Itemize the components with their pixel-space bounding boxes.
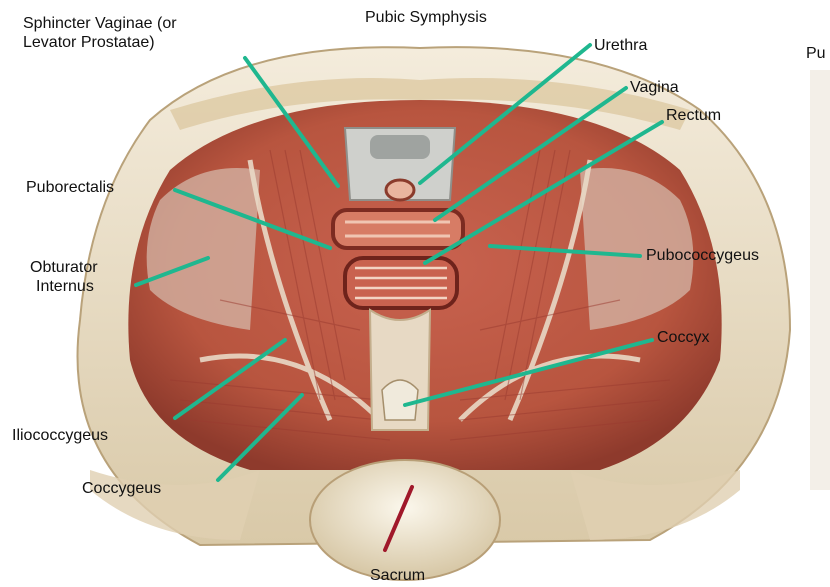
label-obturator-line1: Obturator (30, 258, 98, 277)
label-obturator-line2: Internus (30, 277, 98, 296)
rectum-opening (345, 258, 457, 308)
label-coccyx: Coccyx (657, 328, 709, 347)
coccyx-bone (382, 380, 418, 420)
urethra-opening (386, 180, 414, 200)
label-sphincter: Sphincter Vaginae (or Levator Prostatae) (23, 14, 177, 52)
label-sphincter-line2: Levator Prostatae) (23, 33, 177, 52)
pubic-slot (370, 135, 430, 159)
label-puborectalis: Puborectalis (26, 178, 114, 197)
sacrum-bone (310, 460, 500, 580)
label-pubococcygeus: Pubococcygeus (646, 246, 759, 265)
label-pubic-symphysis: Pubic Symphysis (365, 8, 487, 27)
label-cropped-right: Pu (806, 44, 826, 63)
label-sacrum: Sacrum (370, 566, 425, 585)
label-urethra: Urethra (594, 36, 647, 55)
label-rectum: Rectum (666, 106, 721, 125)
label-vagina: Vagina (630, 78, 679, 97)
label-obturator: Obturator Internus (30, 258, 98, 296)
label-sphincter-line1: Sphincter Vaginae (or (23, 14, 177, 33)
cropped-right-panel (810, 70, 830, 490)
label-coccygeus: Coccygeus (82, 479, 161, 498)
label-iliococcygeus: Iliococcygeus (12, 426, 108, 445)
